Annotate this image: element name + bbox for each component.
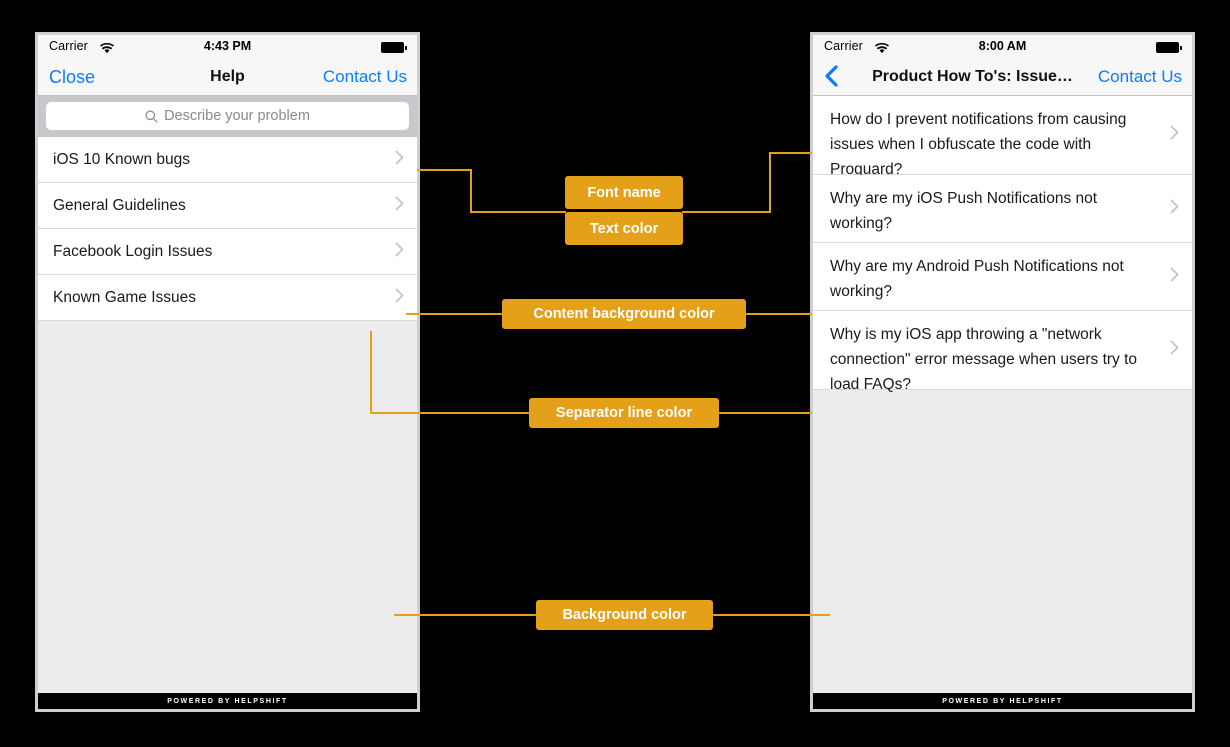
right-helpshift-footer: POWERED BY HELPSHIFT bbox=[813, 693, 1192, 709]
section-list-item-label: General Guidelines bbox=[53, 197, 186, 214]
right-status-bar: Carrier 8:00 AM bbox=[813, 35, 1192, 60]
wifi-icon bbox=[100, 41, 114, 59]
faq-list-item-label: Why is my iOS app throwing a "network co… bbox=[830, 326, 1138, 393]
contact-us-button[interactable]: Contact Us bbox=[1097, 67, 1182, 86]
status-time: 4:43 PM bbox=[203, 39, 252, 53]
faq-list-item[interactable]: How do I prevent notifications from caus… bbox=[813, 96, 1192, 178]
faq-list-item[interactable]: Why are my Android Push Notifications no… bbox=[813, 243, 1192, 311]
leader-font-name-right-a bbox=[682, 211, 771, 213]
leader-font-name-left-a bbox=[417, 169, 472, 171]
left-phone-frame: Carrier 4:43 PM Close Help Contact Us De… bbox=[35, 32, 420, 712]
faq-list-item-label: Why are my Android Push Notifications no… bbox=[830, 258, 1124, 300]
search-bar-container: Describe your problem bbox=[38, 96, 417, 137]
helpshift-footer-label: POWERED BY HELPSHIFT bbox=[167, 697, 288, 705]
faq-list-item[interactable]: Why is my iOS app throwing a "network co… bbox=[813, 311, 1192, 393]
left-phone-screen: Carrier 4:43 PM Close Help Contact Us De… bbox=[38, 35, 417, 709]
leader-font-name-right-c bbox=[769, 152, 812, 154]
leader-background-right bbox=[712, 614, 830, 616]
faq-list-item-label: How do I prevent notifications from caus… bbox=[830, 111, 1127, 178]
section-list-item-label: iOS 10 Known bugs bbox=[53, 151, 191, 168]
right-nav-bar: Product How To's: Issue… Contact Us bbox=[813, 60, 1192, 96]
section-list-item[interactable]: Known Game Issues bbox=[38, 275, 417, 321]
status-time: 8:00 AM bbox=[978, 39, 1027, 53]
leader-font-name-left-c bbox=[470, 211, 566, 213]
wifi-icon bbox=[875, 41, 889, 59]
battery-full-icon bbox=[381, 42, 407, 53]
leader-content-bg-left bbox=[406, 313, 503, 315]
chevron-right-icon bbox=[395, 150, 404, 170]
contact-us-button[interactable]: Contact Us bbox=[322, 67, 407, 86]
annotation-content-background-color[interactable]: Content background color bbox=[502, 299, 746, 329]
search-placeholder: Describe your problem bbox=[164, 108, 310, 124]
chevron-right-icon bbox=[1170, 125, 1179, 145]
chevron-right-icon bbox=[1170, 199, 1179, 219]
close-button[interactable]: Close bbox=[49, 67, 96, 87]
chevron-right-icon bbox=[1170, 340, 1179, 360]
leader-content-bg-right bbox=[745, 313, 812, 315]
chevron-right-icon bbox=[1170, 267, 1179, 287]
page-title: Product How To's: Issue… bbox=[872, 68, 1073, 85]
battery-full-icon bbox=[1156, 42, 1182, 53]
carrier-label: Carrier bbox=[49, 39, 88, 53]
search-input[interactable]: Describe your problem bbox=[46, 102, 409, 130]
helpshift-footer-label: POWERED BY HELPSHIFT bbox=[942, 697, 1063, 705]
section-list-item-label: Facebook Login Issues bbox=[53, 243, 213, 260]
section-list-item[interactable]: Facebook Login Issues bbox=[38, 229, 417, 275]
faq-list: How do I prevent notifications from caus… bbox=[813, 96, 1192, 393]
annotation-separator-line-color[interactable]: Separator line color bbox=[529, 398, 719, 428]
leader-background-left bbox=[394, 614, 537, 616]
right-empty-area bbox=[813, 390, 1192, 693]
carrier-label: Carrier bbox=[824, 39, 863, 53]
section-list-item-label: Known Game Issues bbox=[53, 289, 197, 306]
chevron-right-icon bbox=[395, 196, 404, 216]
annotation-background-color[interactable]: Background color bbox=[536, 600, 713, 630]
search-icon bbox=[145, 110, 158, 123]
leader-separator-v bbox=[370, 331, 372, 414]
section-list-item[interactable]: iOS 10 Known bugs bbox=[38, 137, 417, 183]
right-phone-screen: Carrier 8:00 AM Product How To's: Issue…… bbox=[813, 35, 1192, 709]
section-list-item[interactable]: General Guidelines bbox=[38, 183, 417, 229]
page-title: Help bbox=[210, 68, 245, 85]
leader-font-name-left-b bbox=[470, 169, 472, 213]
leader-separator-left bbox=[370, 412, 530, 414]
chevron-right-icon bbox=[395, 288, 404, 308]
left-status-bar: Carrier 4:43 PM bbox=[38, 35, 417, 60]
chevron-right-icon bbox=[395, 242, 404, 262]
faq-list-item[interactable]: Why are my iOS Push Notifications not wo… bbox=[813, 175, 1192, 243]
chevron-left-icon[interactable] bbox=[824, 62, 840, 95]
annotation-font-name[interactable]: Font name bbox=[565, 176, 683, 209]
leader-separator-right bbox=[719, 412, 812, 414]
faq-list-item-label: Why are my iOS Push Notifications not wo… bbox=[830, 190, 1098, 232]
right-phone-frame: Carrier 8:00 AM Product How To's: Issue…… bbox=[810, 32, 1195, 712]
left-helpshift-footer: POWERED BY HELPSHIFT bbox=[38, 693, 417, 709]
left-nav-bar: Close Help Contact Us bbox=[38, 60, 417, 96]
annotation-text-color[interactable]: Text color bbox=[565, 212, 683, 245]
leader-font-name-right-b bbox=[769, 152, 771, 213]
left-empty-area bbox=[38, 321, 417, 693]
